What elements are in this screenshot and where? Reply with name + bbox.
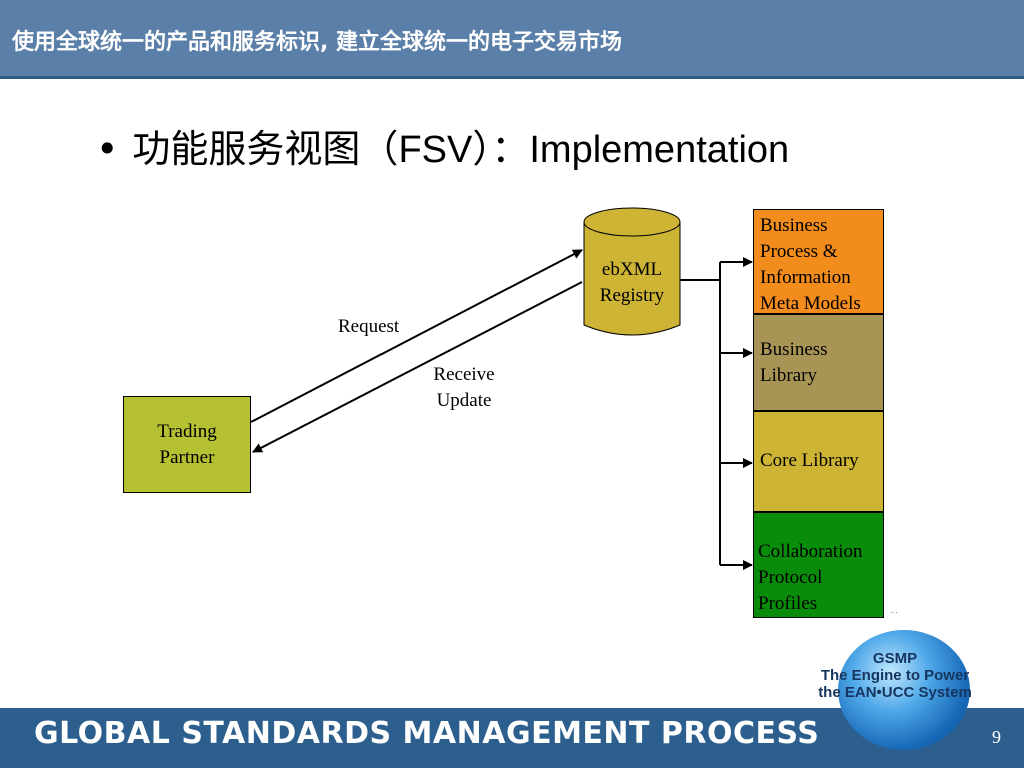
request-label: Request — [338, 316, 400, 337]
receive-update-label: Receive Update — [433, 364, 495, 411]
bullet-symbol: • — [96, 127, 119, 171]
footer-title: GLOBAL STANDARDS MANAGEMENT PROCESS — [34, 716, 820, 751]
core-library-box: Core Library — [753, 411, 884, 512]
slide-title: 使用全球统一的产品和服务标识, 建立全球统一的电子交易市场 — [12, 30, 623, 55]
trading-partner-box: Trading Partner — [123, 396, 251, 493]
registry-label: ebXML Registry — [599, 259, 665, 306]
page-number: 9 — [992, 727, 1001, 747]
receive-update-arrow — [252, 281, 583, 453]
gsmp-logo-text: GSMP The Engine to Power the EAN•UCC Sys… — [818, 650, 972, 701]
title-bar: 使用全球统一的产品和服务标识, 建立全球统一的电子交易市场 — [0, 0, 1024, 79]
bullet-cn-colon: ）： — [472, 127, 530, 171]
request-arrow — [250, 249, 583, 423]
bullet-implementation-text: Implementation — [529, 129, 790, 171]
bullet-heading: • 功能服务视图（FSV）：Implementation — [96, 118, 789, 173]
bullet-cn-text: 功能服务视图（ — [132, 127, 399, 171]
small-mark: ... — [890, 606, 898, 615]
bullet-fsv-text: FSV — [398, 129, 473, 171]
bp-meta-models-box: Business Process & Information Meta Mode… — [753, 209, 884, 314]
cpp-box: Collaboration Protocol Profiles — [753, 512, 884, 618]
business-library-box: Business Library — [753, 314, 884, 411]
registry-cylinder — [583, 207, 681, 336]
globe-icon — [838, 630, 970, 750]
